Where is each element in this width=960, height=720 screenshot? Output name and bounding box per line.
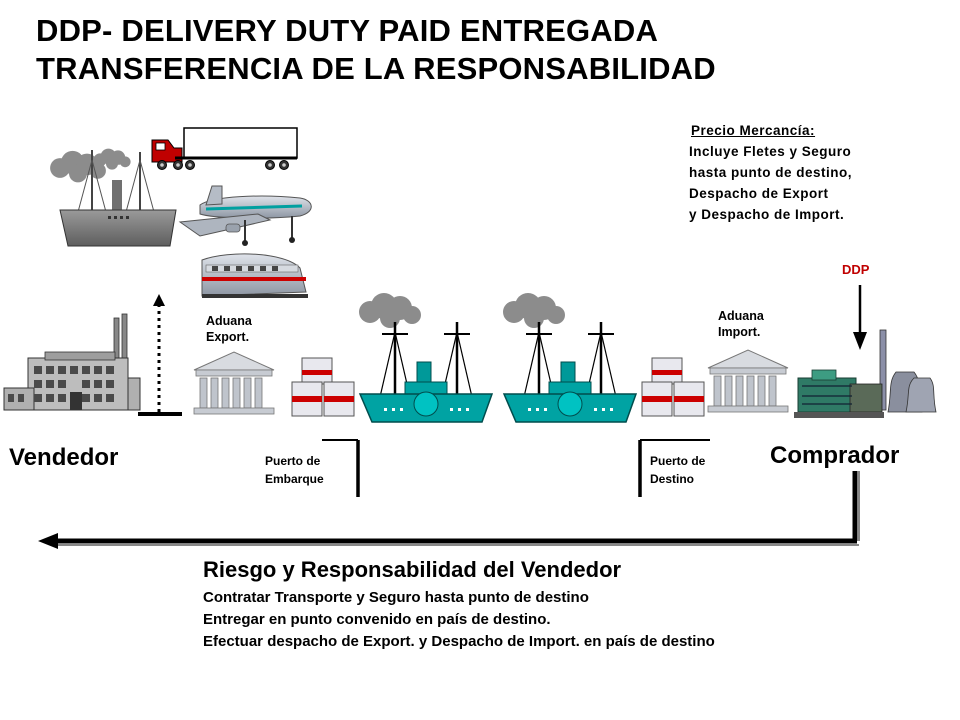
factory-icon: [3, 313, 141, 411]
cargo-ship-icon: [50, 148, 177, 247]
puerto-embarque-line-2: Embarque: [265, 472, 324, 486]
puerto-embarque-bracket: [322, 439, 360, 497]
price-line-3: Despacho de Export: [689, 186, 829, 201]
airplane-icon: [178, 185, 312, 246]
puerto-destino-label: Puerto de Destino: [650, 452, 705, 488]
price-block: Precio Mercancía: Incluye Fletes y Segur…: [689, 120, 852, 225]
price-line-1: Incluye Fletes y Seguro: [689, 144, 852, 159]
aduana-export-line-1: Aduana: [206, 314, 252, 328]
containers-export-icon: [291, 357, 355, 417]
price-line-2: hasta punto de destino,: [689, 165, 853, 180]
aduana-import-label: Aduana Import.: [718, 308, 764, 340]
vendedor-label: Vendedor: [9, 444, 119, 471]
train-icon: [201, 253, 308, 298]
price-heading: Precio Mercancía:: [691, 123, 816, 138]
puerto-destino-bracket: [638, 439, 710, 497]
puerto-embarque-line-1: Puerto de: [265, 454, 321, 468]
responsibility-heading: Riesgo y Responsabilidad del Vendedor: [203, 557, 622, 582]
power-plant-icon: [794, 329, 937, 418]
ddp-down-arrow-icon: [853, 285, 867, 350]
containers-import-icon: [641, 357, 705, 417]
teal-ship-import-icon: [503, 293, 636, 422]
truck-icon: [151, 127, 298, 170]
puerto-destino-line-1: Puerto de: [650, 454, 706, 468]
aduana-import-line-1: Aduana: [718, 309, 764, 323]
comprador-label: Comprador: [770, 442, 900, 469]
customs-export-icon: [193, 351, 275, 415]
aduana-import-line-2: Import.: [718, 325, 761, 339]
responsibility-line-3: Efectuar despacho de Export. y Despacho …: [203, 633, 715, 650]
puerto-embarque-label: Puerto de Embarque: [265, 452, 324, 488]
responsibility-arrow-icon: [38, 471, 860, 549]
responsibility-line-1: Contratar Transporte y Seguro hasta punt…: [203, 589, 589, 606]
page-title: DDP- DELIVERY DUTY PAID ENTREGADA TRANSF…: [36, 12, 716, 88]
puerto-destino-line-2: Destino: [650, 472, 695, 486]
responsibility-line-2: Entregar en punto convenido en país de d…: [203, 611, 551, 628]
price-line-4: y Despacho de Import.: [689, 207, 845, 222]
aduana-export-line-2: Export.: [206, 330, 250, 344]
ddp-marker-label: DDP: [842, 262, 870, 277]
aduana-export-label: Aduana Export.: [206, 313, 252, 345]
customs-import-icon: [707, 349, 789, 413]
title-line-2: TRANSFERENCIA DE LA RESPONSABILIDAD: [36, 51, 716, 86]
responsibility-block: Riesgo y Responsabilidad del Vendedor Co…: [203, 557, 715, 653]
teal-ship-export-icon: [359, 293, 492, 422]
title-line-1: DDP- DELIVERY DUTY PAID ENTREGADA: [36, 13, 659, 48]
vendedor-dotted-arrow-icon: [138, 294, 182, 416]
